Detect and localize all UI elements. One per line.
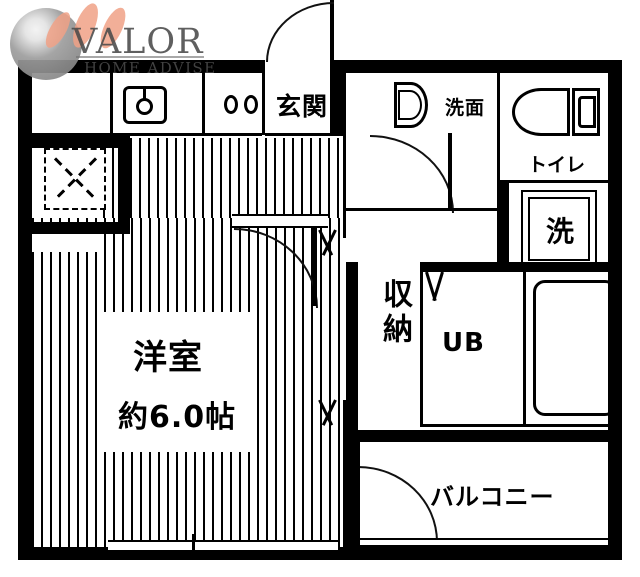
toilet-icon [512,88,570,136]
ub-area [423,272,525,424]
wall-right-outer [608,60,622,560]
toilet-tank-inner-icon [578,96,596,128]
main-room-door-opening-top [232,214,328,228]
floor-hatch-left-strip [32,252,104,547]
genkan-door-opening [265,58,330,75]
wall-main-room-right-lower [343,400,346,547]
wall-meterbox-surround-bottom [32,222,130,234]
main-room-door-leaf [313,228,317,306]
basin-inner-icon [398,90,422,120]
sink-drain-icon [136,98,153,115]
wall-left-outer [18,60,32,560]
senmen-label: 洗面 [445,97,486,119]
wall-kitchen-bottom [32,133,262,136]
main-room-window [108,540,338,552]
wall-hall-bottom [346,208,498,211]
wall-ub-bottom [420,424,608,427]
main-room-size-label: 約6.0帖 [118,400,237,435]
genkan-label: 玄関 [276,92,329,121]
stove-burner-left-icon [224,95,238,114]
wall-toilet-bottom [497,180,608,183]
wall-main-room-right-upper [343,136,346,238]
main-room-label-backdrop [104,312,252,452]
wall-toilet-left [497,73,500,183]
wall-genkan-right [330,73,333,135]
wall-laundry-bottom [509,268,608,271]
wall-ub-right [523,272,526,427]
wall-kitchen-divider-2 [202,73,205,135]
balcony-railing [360,538,608,547]
wall-genkan-bottom [265,133,333,136]
laundry-label: 洗 [546,215,576,248]
floor-hatch-corridor [103,138,346,218]
sink-icon [123,86,167,124]
sink-faucet-stem [143,88,146,100]
wall-balcony-top [358,430,622,442]
closet-label: 収納 [377,278,412,348]
wall-closet-left [346,262,358,434]
closet-area [358,272,418,424]
laundry-machine-icon [528,197,590,261]
genkan-area [265,73,330,135]
stove-burner-right-icon [244,95,258,114]
main-room-window-mullion [192,534,195,560]
wall-genkan-corridor-divider [333,73,346,136]
wall-meterbox-surround-top [32,136,130,148]
wall-balcony-left [346,430,360,547]
ub-label: UB [442,328,485,358]
wall-meterbox-surround-right [118,136,130,234]
wall-ub-left [420,272,423,427]
hall-door-leaf [448,133,452,209]
genkan-door-swing-arc [266,2,334,62]
toilet-label: トイレ [528,154,586,176]
balcony-label: バルコニー [430,483,555,511]
main-room-name-label: 洋室 [133,338,203,378]
wall-genkan-left [262,73,265,135]
corridor-floor-left [32,234,104,252]
wall-laundry-left [497,183,509,271]
wall-kitchen-divider-1 [110,73,113,135]
wall-ub-top [420,262,608,272]
bathtub-icon [533,280,617,416]
